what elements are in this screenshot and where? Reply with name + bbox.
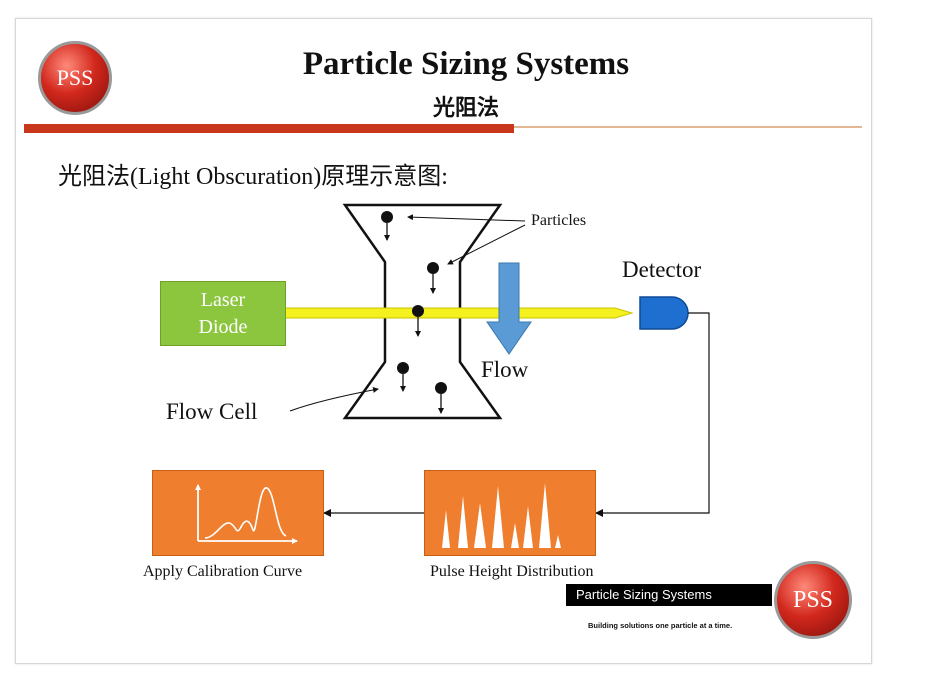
pulse-height-label: Pulse Height Distribution — [430, 563, 594, 580]
page-title: Particle Sizing Systems — [302, 46, 630, 82]
particles-pointer — [447, 224, 526, 265]
laser-label-line2: Diode — [198, 315, 248, 338]
laser-label-line1: Laser — [200, 288, 246, 311]
footer-brand-bar: Particle Sizing Systems — [566, 584, 772, 606]
pulse-spikes — [442, 483, 561, 548]
calibration-label: Apply Calibration Curve — [143, 563, 303, 580]
calibration-axes — [195, 484, 298, 544]
pulse-height-box — [424, 470, 596, 556]
footer-tagline: Building solutions one particle at a tim… — [588, 621, 733, 630]
laser-diode-box: Laser Diode — [160, 281, 286, 346]
particle — [412, 305, 424, 337]
detector-output-line — [595, 312, 710, 517]
pss-logo-top: PSS — [38, 41, 112, 115]
flow-arrow — [486, 262, 532, 355]
flow-cell-label: Flow Cell — [166, 399, 258, 424]
header-rule-red — [24, 124, 514, 133]
flow-label: Flow — [481, 357, 529, 382]
detector-label: Detector — [622, 257, 702, 282]
particle — [397, 362, 409, 392]
diagram-heading: 光阻法(Light Obscuration)原理示意图: — [58, 164, 448, 190]
logo-text: PSS — [792, 586, 834, 613]
particle — [381, 211, 393, 241]
particle — [427, 262, 439, 294]
particle — [435, 382, 447, 414]
particles-label: Particles — [531, 212, 587, 229]
flow-cell-pointer — [289, 386, 379, 412]
pss-logo-bottom: PSS — [774, 561, 852, 639]
logo-text: PSS — [56, 65, 94, 90]
detector-icon — [639, 296, 689, 330]
page-subtitle: 光阻法 — [432, 95, 499, 120]
particles-pointer — [407, 214, 526, 222]
footer-brand-text: Particle Sizing Systems — [576, 587, 712, 602]
